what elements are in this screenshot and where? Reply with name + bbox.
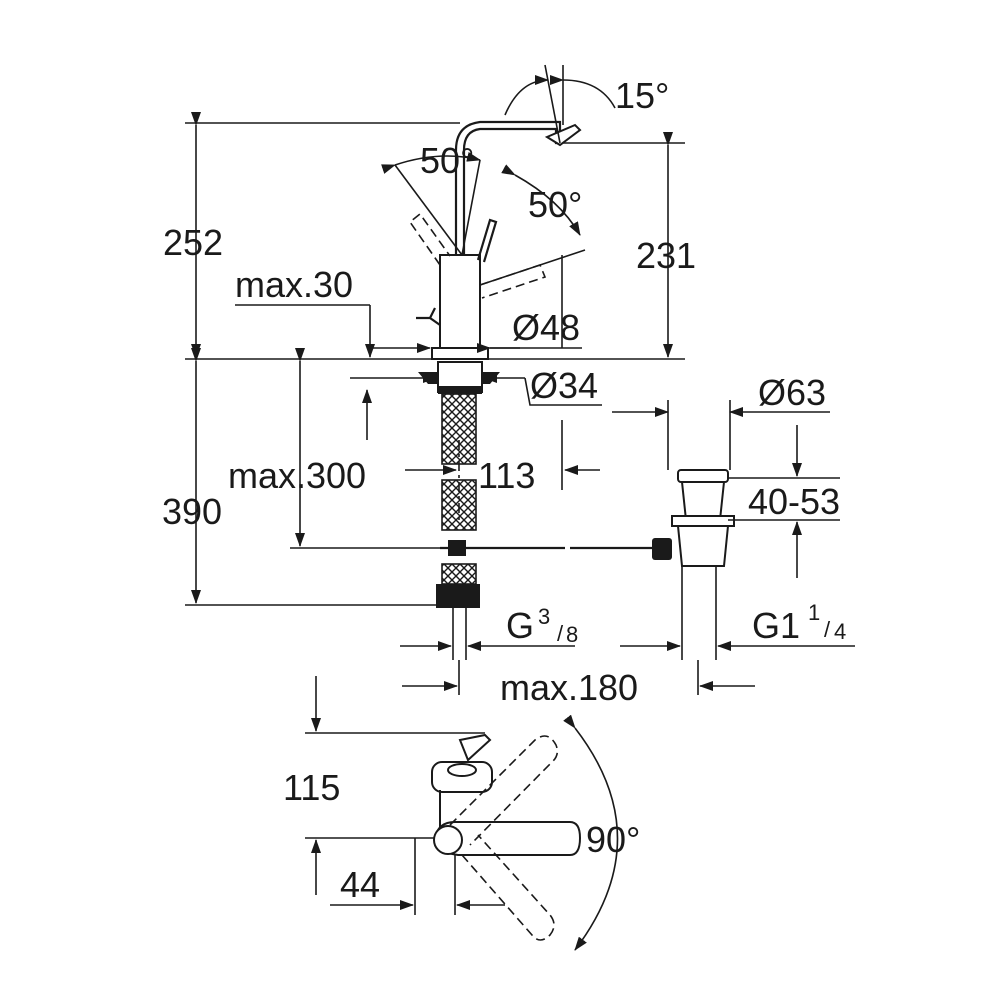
hose-lower <box>441 563 477 585</box>
plan-handle-ghost-down <box>461 834 555 941</box>
plan-handle-ghost-up <box>449 735 559 846</box>
label-angle-lever-left: 50° <box>420 140 474 181</box>
label-offset-rod: 113 <box>478 455 535 496</box>
hose-upper <box>441 393 477 465</box>
label-conn-right-den: 4 <box>834 619 846 644</box>
label-angle-spout: 15° <box>615 75 669 116</box>
base-ring <box>431 347 489 360</box>
label-conn-right-slash: / <box>824 617 831 642</box>
label-dia-body: Ø48 <box>512 307 580 348</box>
hose-nut <box>436 584 480 608</box>
label-conn-left-den: 8 <box>566 622 578 647</box>
dim-d34-leader <box>524 377 602 406</box>
plan-aerator-ring <box>447 763 477 777</box>
spout-arc-right <box>549 74 616 109</box>
angle-arc-left <box>381 151 481 174</box>
label-depth-under: 390 <box>162 491 222 532</box>
lever-left-ghost <box>408 212 451 266</box>
waste-cap <box>677 469 729 483</box>
popup-knob <box>416 307 441 326</box>
waste-body <box>680 481 726 521</box>
label-plan-depth: 115 <box>283 767 340 808</box>
label-plan-offset: 44 <box>340 864 380 905</box>
spout-angle-line <box>544 64 561 144</box>
label-dia-shank: Ø34 <box>530 365 598 406</box>
spout-aerator <box>544 123 582 147</box>
label-height-spout: 231 <box>636 235 696 276</box>
label-max-reach: max.180 <box>500 667 638 708</box>
label-max-deck: max.30 <box>235 264 353 305</box>
faucet-plan-view <box>305 676 619 951</box>
angle-arc-right <box>501 164 581 236</box>
lever <box>476 218 498 263</box>
label-conn-right-num: 1 <box>808 600 820 625</box>
faucet-elevation <box>185 64 735 660</box>
lever-angle-line-mid <box>461 159 481 256</box>
faucet-body <box>439 254 481 356</box>
label-angle-lever-right: 50° <box>528 184 582 225</box>
spout-arc-left <box>504 75 549 116</box>
label-waste-range: 40-53 <box>748 481 840 522</box>
lever-angle-line-right <box>479 249 586 286</box>
waste-nut <box>671 515 735 527</box>
nut-band <box>438 386 482 394</box>
plan-aerator <box>458 733 492 762</box>
label-conn-right-main: G1 <box>752 605 800 646</box>
label-dia-waste: Ø63 <box>758 372 826 413</box>
label-max-rod: max.300 <box>228 455 366 496</box>
label-conn-left-num: 3 <box>538 604 550 629</box>
waste-rod-nut <box>652 538 672 560</box>
dimension-labels: 15° 50° 50° 252 231 max.30 Ø48 Ø34 Ø63 m… <box>162 75 846 905</box>
label-conn-left-main: G <box>506 605 534 646</box>
rod-clip <box>448 540 466 556</box>
dimension-lines <box>191 112 855 695</box>
label-rotation: 90° <box>586 819 640 860</box>
waste-lower <box>676 525 730 567</box>
label-conn-left-slash: / <box>557 621 564 646</box>
lever-angle-line-left <box>394 164 463 256</box>
plan-rotation-arc <box>563 714 619 951</box>
label-height-total: 252 <box>163 222 223 263</box>
plan-pivot <box>433 825 463 855</box>
